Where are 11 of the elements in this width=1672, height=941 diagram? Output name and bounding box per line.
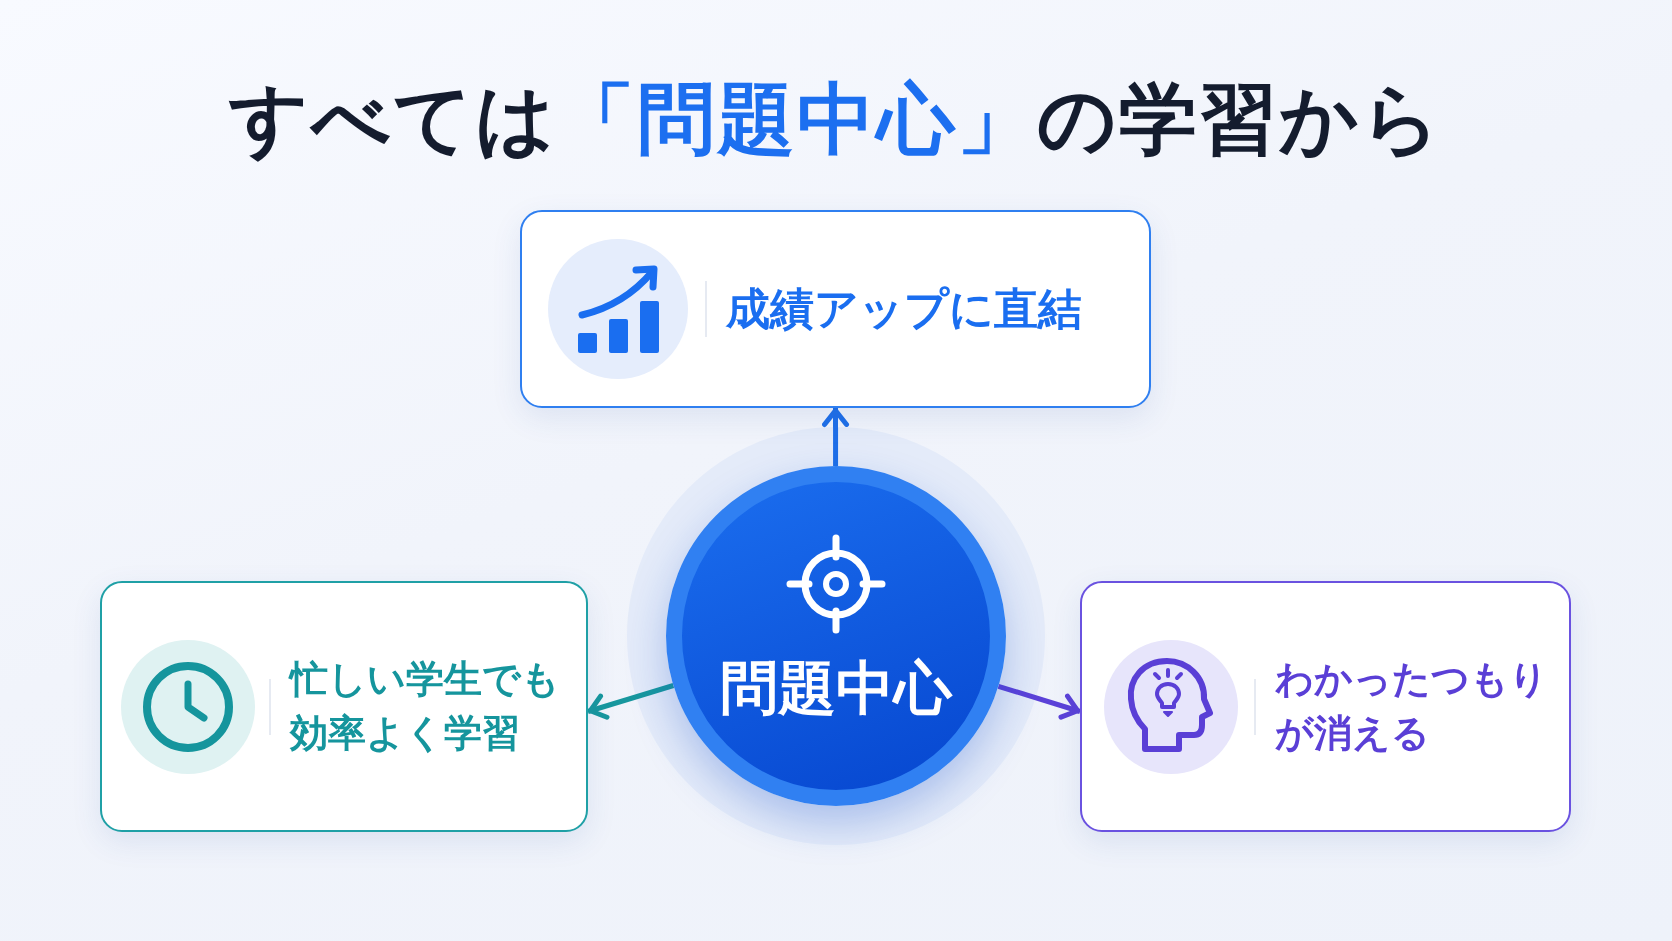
title: すべては「問題中心」の学習から	[229, 73, 1443, 166]
feature-text: わかったつもりが消える	[1275, 656, 1549, 757]
arrow	[997, 683, 1081, 720]
card	[100, 581, 588, 832]
card	[1080, 581, 1571, 832]
card	[520, 210, 1151, 408]
feature-text: 忙しい学生でも効率よく学習	[290, 656, 561, 757]
arrow	[822, 408, 850, 466]
feature-text: 成績アップに直結	[726, 282, 1082, 337]
hub-text: 問題中心	[720, 653, 952, 723]
arrow	[587, 683, 675, 720]
